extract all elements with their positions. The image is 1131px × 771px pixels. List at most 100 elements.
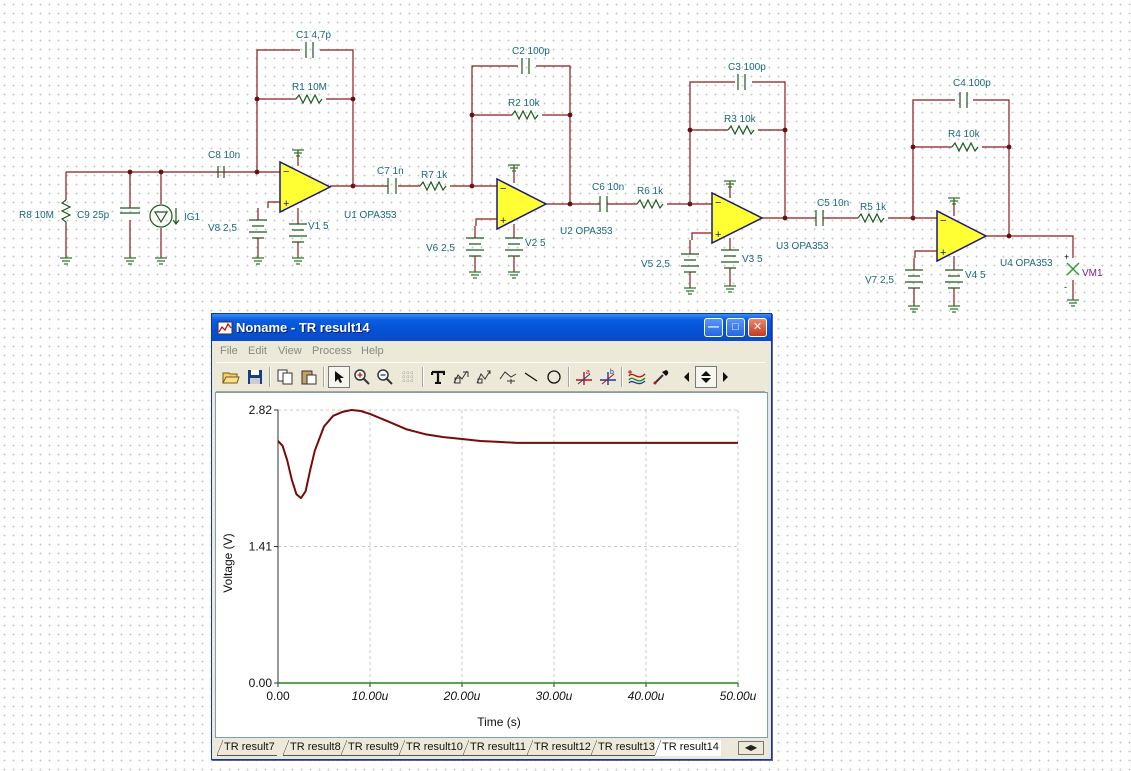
tab-tr-result7[interactable]: TR result7: [217, 740, 277, 756]
menu-help[interactable]: Help: [361, 345, 384, 357]
window-title: Noname - TR result14: [236, 320, 370, 335]
svg-text:+: +: [1064, 252, 1069, 262]
tab-tr-result13[interactable]: TR result13: [591, 740, 657, 756]
c2-label: C2 100p: [512, 46, 550, 57]
v1-label: V1 5: [308, 221, 329, 232]
cursor-tool-2-icon[interactable]: [473, 366, 495, 388]
zoom-in-icon[interactable]: [351, 366, 373, 388]
pointer-icon[interactable]: [328, 366, 350, 388]
r2-label: R2 10k: [508, 98, 541, 109]
grid-lines: [278, 409, 739, 683]
y-tick-label: 1.41: [249, 540, 273, 554]
minimize-button[interactable]: —: [704, 318, 723, 337]
nav-right-icon[interactable]: [718, 366, 732, 388]
save-icon[interactable]: [244, 366, 266, 388]
paste-icon[interactable]: [298, 366, 320, 388]
nav-left-icon[interactable]: [680, 366, 694, 388]
r5-label: R5 1k: [860, 202, 887, 213]
svg-text:-: -: [1064, 282, 1067, 292]
curve-icon[interactable]: [626, 366, 648, 388]
stage-3[interactable]: − + C3 100p R3 10k U3 OPA353 V5 2,5 V3 5: [641, 62, 829, 295]
u1-opamp[interactable]: [279, 160, 332, 214]
v6-label: V6 2,5: [426, 243, 455, 254]
ellipse-icon[interactable]: [543, 366, 565, 388]
svg-text:−: −: [940, 215, 946, 227]
r8-label: R8 10M: [19, 210, 54, 221]
grid-icon[interactable]: [397, 366, 419, 388]
cursor-a-icon[interactable]: a: [573, 366, 595, 388]
input-network[interactable]: R8 10M C9 25p IG1 C8 10n: [19, 150, 257, 265]
r7-label: R7 1k: [421, 170, 448, 181]
c5-label: C5 10n: [817, 198, 849, 209]
maximize-button[interactable]: □: [726, 318, 745, 337]
c1-label: C1 4,7p: [296, 30, 331, 41]
tr-result-window[interactable]: Noname - TR result14 — □ ✕ File Edit Vie…: [211, 313, 772, 760]
title-bar[interactable]: Noname - TR result14 — □ ✕: [212, 314, 771, 341]
tab-tr-result8[interactable]: TR result8: [283, 740, 343, 756]
menu-bar: File Edit View Process Help: [212, 342, 771, 361]
svg-text:+: +: [283, 198, 289, 210]
c6-label: C6 10n: [592, 182, 624, 193]
v8-label: V8 2,5: [208, 223, 237, 234]
ig1-label: IG1: [184, 212, 201, 223]
tab-tr-result14[interactable]: TR result14: [655, 740, 721, 756]
vm1-label: VM1: [1082, 268, 1103, 279]
x-tick-label: 0.00: [266, 689, 290, 703]
menu-process[interactable]: Process: [312, 345, 352, 357]
y-tick-label: 0.00: [249, 676, 273, 690]
menu-edit[interactable]: Edit: [248, 345, 267, 357]
zoom-out-icon[interactable]: [374, 366, 396, 388]
u4-opamp[interactable]: [936, 209, 988, 263]
u3-opamp[interactable]: [711, 191, 764, 245]
c9-label: C9 25p: [77, 210, 110, 221]
x-tick-label: 10.00u: [352, 689, 389, 703]
tab-tr-result12[interactable]: TR result12: [527, 740, 593, 756]
svg-text:−: −: [283, 166, 289, 178]
tab-scroll-arrows[interactable]: ◀▶: [738, 741, 764, 755]
r4-label: R4 10k: [948, 129, 981, 140]
tab-tr-result11[interactable]: TR result11: [463, 740, 529, 756]
v7-label: V7 2,5: [865, 275, 894, 286]
u3-label: U3 OPA353: [776, 241, 829, 252]
eyedropper-icon[interactable]: [650, 366, 672, 388]
v2-label: V2 5: [525, 238, 546, 249]
svg-text:+: +: [500, 215, 506, 227]
y-tick-label: 2.82: [249, 403, 273, 417]
tab-tr-result9[interactable]: TR result9: [341, 740, 401, 756]
open-folder-icon[interactable]: [220, 366, 242, 388]
coupling-2-3[interactable]: C6 10n R6 1k: [592, 182, 693, 212]
svg-text:+: +: [940, 247, 946, 259]
c3-label: C3 100p: [728, 62, 766, 73]
c4-label: C4 100p: [953, 78, 991, 89]
stage-4[interactable]: − + + - C4 100p R4 10k U4 OPA353 V7 2,5 …: [865, 78, 1103, 313]
cursor-b-icon[interactable]: b: [597, 366, 619, 388]
text-icon[interactable]: [427, 366, 449, 388]
line-icon[interactable]: [520, 366, 542, 388]
nav-updown-icon[interactable]: [695, 366, 717, 388]
svg-text:+: +: [715, 229, 721, 241]
coupling-3-4[interactable]: C5 10n R5 1k: [815, 198, 916, 226]
r3-label: R3 10k: [724, 114, 757, 125]
series-line-1: [277, 409, 738, 500]
menu-file[interactable]: File: [220, 345, 238, 357]
u2-opamp[interactable]: [496, 177, 548, 231]
stage-2[interactable]: − + C2 100p R2 10k U2 OPA353 V6 2,5 V2 5: [426, 46, 613, 279]
fit-icon[interactable]: [497, 366, 519, 388]
v3-label: V3 5: [742, 254, 763, 265]
x-axis-label: Time (s): [477, 715, 521, 729]
tab-tr-result10[interactable]: TR result10: [399, 740, 465, 756]
stage-1[interactable]: − + C1 4,7p R1 10M U1 OPA353 V8 2,5 V1 5: [208, 30, 397, 265]
menu-view[interactable]: View: [278, 345, 302, 357]
toolbar: a b: [216, 362, 765, 392]
coupling-1-2[interactable]: C7 1n R7 1k: [353, 166, 475, 194]
circuit-schematic[interactable]: R8 10M C9 25p IG1 C8 10n − + C1 4,7p R1 …: [0, 0, 1131, 320]
svg-text:b: b: [610, 369, 614, 376]
close-button[interactable]: ✕: [748, 318, 767, 337]
y-axis-label: Voltage (V): [221, 533, 235, 592]
v5-label: V5 2,5: [641, 259, 670, 270]
cursor-tool-1-icon[interactable]: [450, 366, 472, 388]
copy-icon[interactable]: [274, 366, 296, 388]
